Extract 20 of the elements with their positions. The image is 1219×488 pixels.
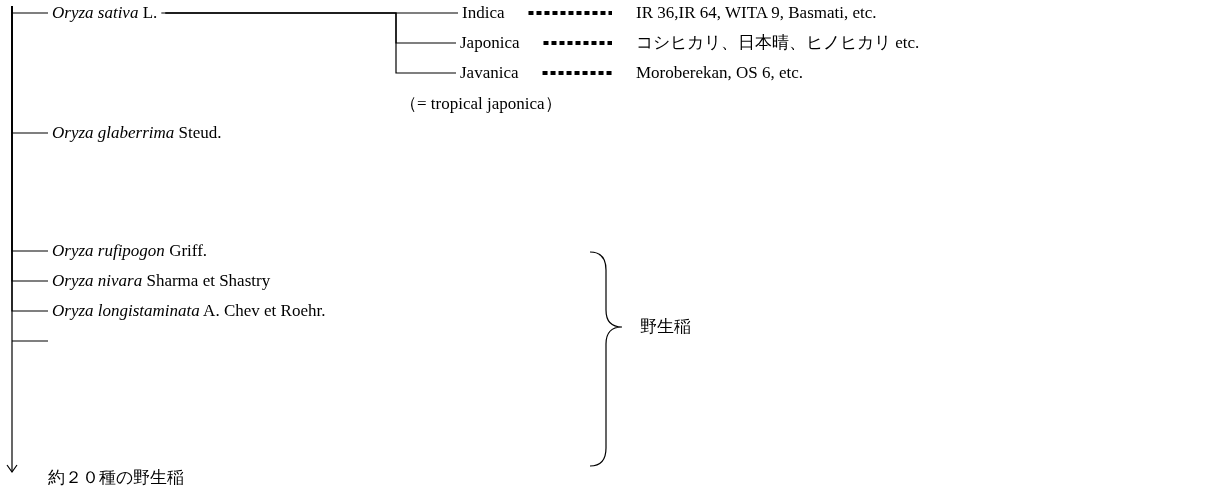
species-name: Oryza rufipogon Griff.: [52, 241, 208, 261]
group-label: 野生稲: [640, 317, 691, 337]
variety-name: Javanica: [460, 63, 519, 83]
dotted-connector: [528, 11, 612, 15]
cultivar-list: Moroberekan, OS 6, etc.: [636, 63, 804, 83]
dotted-connector: [542, 71, 612, 75]
arrow: [6, 5, 18, 473]
species-name: Oryza sativa L.: [52, 3, 158, 23]
tree-branch: [160, 12, 459, 14]
alias-note: （= tropical japonica）: [400, 94, 562, 114]
species-name: Oryza nivara Sharma et Shastry: [52, 271, 271, 291]
species-name: Oryza longistaminata A. Chev et Roehr.: [52, 301, 326, 321]
variety-name: Japonica: [460, 33, 520, 53]
variety-name: Indica: [462, 3, 505, 23]
cultivar-list: コシヒカリ、日本晴、ヒノヒカリ etc.: [636, 33, 920, 53]
cultivar-list: IR 36,IR 64, WITA 9, Basmati, etc.: [636, 3, 877, 23]
dotted-connector: [543, 41, 612, 45]
group-note: 約２０種の野生稲: [48, 468, 184, 488]
species-name: Oryza glaberrima Steud.: [52, 123, 222, 143]
tree-branch: [164, 12, 457, 74]
